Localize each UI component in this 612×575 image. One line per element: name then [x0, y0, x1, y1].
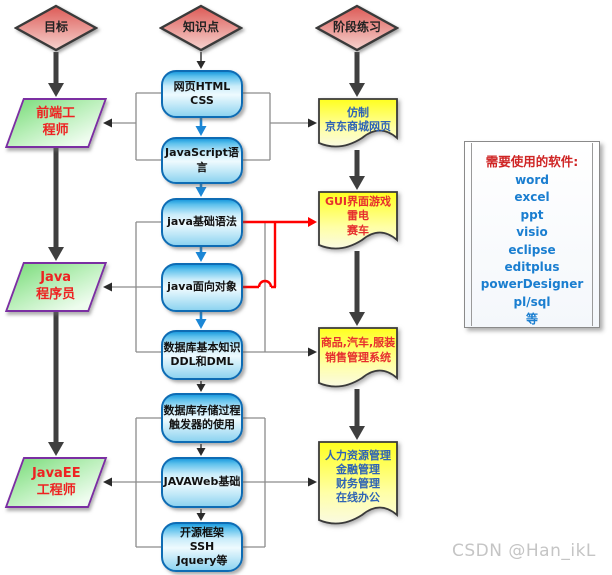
knowledge-javascript: JavaScript语言	[161, 137, 243, 184]
knowledge-label: java基础语法	[167, 215, 237, 229]
knowledge-java-oop: java面向对象	[161, 263, 243, 312]
practice-sales-system: 商品,汽车,服装 销售管理系统	[318, 327, 398, 390]
thin-arrowheads	[196, 61, 206, 521]
right-side-bar	[592, 143, 593, 326]
software-item: eclipse	[508, 242, 556, 257]
document-shape	[318, 441, 398, 525]
software-item: powerDesigner	[480, 277, 584, 292]
practice-label: GUI界面游戏 雷电 赛车	[324, 195, 392, 237]
practice-management-systems: 人力资源管理 金融管理 财务管理 在线办公	[318, 441, 398, 527]
knowledge-label: 网页HTML CSS	[173, 79, 231, 107]
knowledge-stored-procedures: 数据库存储过程 触发器的使用	[161, 393, 243, 443]
software-item: 等	[525, 312, 538, 327]
software-item: pl/sql	[513, 294, 551, 309]
document-shape	[318, 98, 398, 148]
diamond-practice-label: 阶段练习	[332, 20, 381, 35]
thick-arrowheads	[48, 83, 365, 456]
practice-jd-clone: 仿制 京东商城网页	[318, 98, 398, 150]
left-side-bar	[471, 143, 472, 326]
role-label: JavaEE 工程师	[31, 465, 81, 498]
knowledge-label: JAVAWeb基础	[163, 475, 241, 489]
knowledge-frameworks: 开源框架 SSH Jquery等	[161, 522, 243, 572]
bracket-arrowheads	[103, 118, 317, 487]
red-connector	[243, 220, 308, 289]
software-item: excel	[514, 190, 550, 205]
knowledge-javaweb: JAVAWeb基础	[161, 457, 243, 508]
diamond-goal: 目标	[14, 4, 98, 52]
software-list-title: 需要使用的软件:	[485, 154, 579, 169]
diamond-knowledge-label: 知识点	[182, 20, 219, 35]
software-list-box: 需要使用的软件: word excel ppt visio eclipse ed…	[464, 141, 600, 328]
role-label: Java 程序员	[36, 270, 76, 302]
role-label: 前端工 程师	[36, 106, 76, 138]
knowledge-label: 数据库存储过程 触发器的使用	[163, 403, 241, 431]
diamond-shape	[315, 4, 399, 52]
diamond-shape	[14, 4, 98, 52]
knowledge-html-css: 网页HTML CSS	[161, 70, 243, 118]
software-item: word	[515, 173, 549, 187]
knowledge-label: 数据库基本知识 DDL和DML	[163, 340, 241, 368]
knowledge-label: 开源框架 SSH Jquery等	[176, 525, 228, 568]
diamond-knowledge: 知识点	[159, 4, 243, 52]
software-item: ppt	[520, 207, 544, 222]
knowledge-java-syntax: java基础语法	[161, 198, 243, 247]
software-item: editplus	[504, 260, 560, 275]
practice-label: 商品,汽车,服装 销售管理系统	[320, 336, 396, 364]
diamond-shape	[159, 4, 243, 52]
document-shape	[318, 327, 398, 388]
practice-label: 人力资源管理 金融管理 财务管理 在线办公	[325, 448, 391, 505]
thick-arrow-shafts	[53, 52, 360, 443]
practice-label: 仿制 京东商城网页	[325, 105, 391, 133]
knowledge-database-ddl-dml: 数据库基本知识 DDL和DML	[161, 330, 243, 380]
practice-gui-games: GUI界面游戏 雷电 赛车	[318, 191, 398, 252]
csdn-watermark: CSDN @Han_ikL	[452, 541, 596, 561]
document-shape	[318, 191, 398, 250]
knowledge-label: java面向对象	[167, 280, 237, 294]
diamond-goal-label: 目标	[43, 20, 68, 35]
knowledge-label: JavaScript语言	[165, 146, 239, 174]
red-arrowhead	[308, 217, 317, 227]
software-item: visio	[516, 225, 548, 240]
blue-arrowheads	[195, 126, 207, 329]
diamond-practice: 阶段练习	[315, 4, 399, 52]
